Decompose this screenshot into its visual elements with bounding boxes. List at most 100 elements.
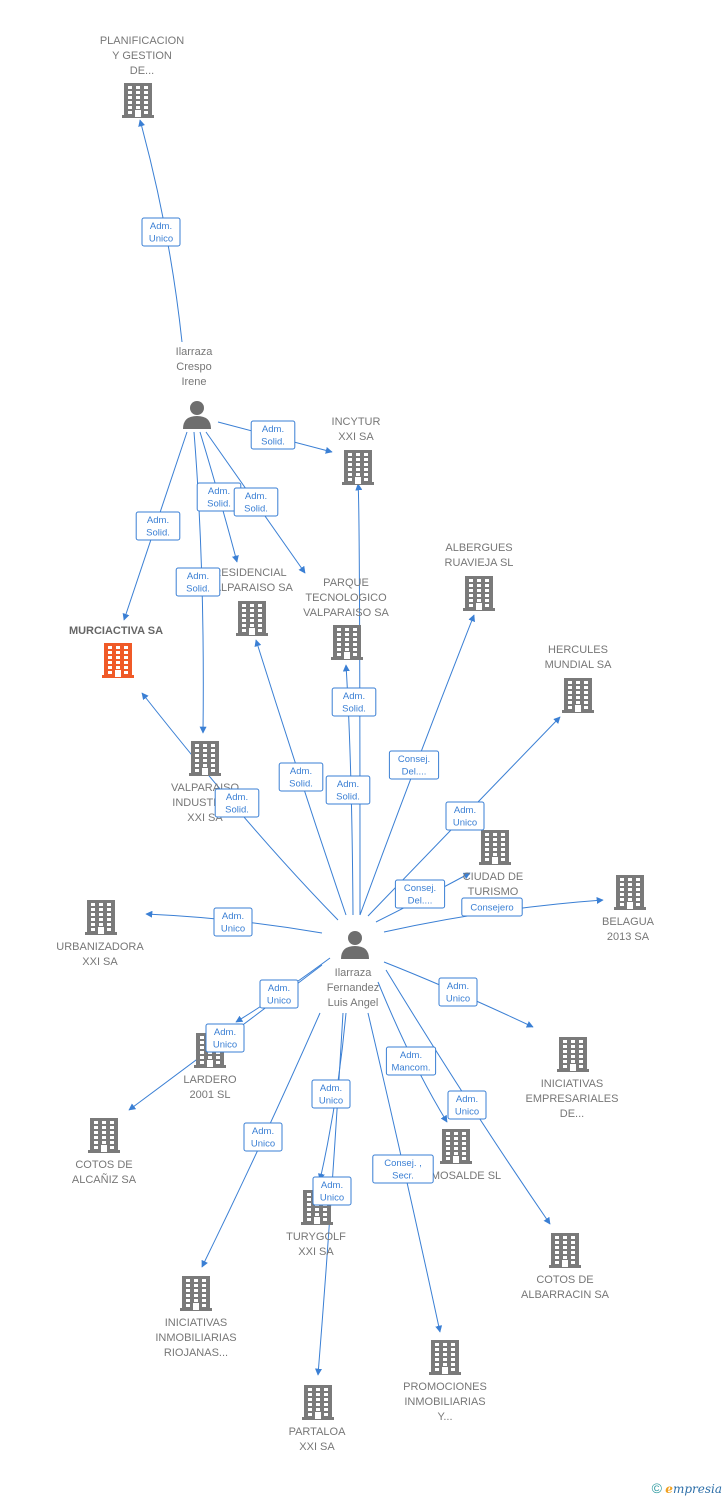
edge-label-box[interactable] [447, 1090, 487, 1120]
edge-label-box[interactable] [312, 1176, 352, 1206]
node-label: MURCIACTIVA SA [69, 625, 163, 637]
node-iniciativas-inm[interactable]: INICIATIVASINMOBILIARIASRIOJANAS... [155, 1276, 237, 1359]
edge-label-text: Solid. [146, 528, 170, 539]
edge-label-box[interactable] [141, 217, 181, 247]
edge-label-ilarraza-fernandez-to-urbanizadora[interactable]: Adm.Unico [213, 907, 253, 937]
node-label: INMOBILIARIAS [404, 1396, 485, 1408]
edge-label-text: Del.... [408, 896, 433, 907]
node-label: RIOJANAS... [164, 1347, 228, 1359]
edge-label-text: Solid. [261, 437, 285, 448]
edge-label-ilarraza-crespo-to-murciactiva[interactable]: Adm.Solid. [135, 511, 181, 541]
edge-label-ilarraza-fernandez-to-belagua[interactable]: Consejero [461, 897, 523, 917]
node-label: DE... [560, 1108, 584, 1120]
edge-label-ilarraza-crespo-to-incytur[interactable]: Adm. Solid. [250, 420, 296, 450]
edge-label-box[interactable] [438, 977, 478, 1007]
building-icon [549, 1233, 581, 1268]
edge-label-box[interactable] [175, 567, 221, 597]
edge-label-text: Consejero [470, 903, 513, 914]
building-icon [429, 1340, 461, 1375]
edge-label-box[interactable] [243, 1122, 283, 1152]
edge-label-text: Unico [320, 1193, 344, 1204]
edge-label-ilarraza-fernandez-to-murciactiva[interactable]: Adm.Solid. [214, 788, 260, 818]
empresia-watermark[interactable]: © empresia [652, 1480, 722, 1496]
node-label: XXI SA [299, 1441, 335, 1453]
node-label: DE... [130, 65, 154, 77]
edge-label-ilarraza-fernandez-to-iniciativas-emp[interactable]: Adm.Unico [438, 977, 478, 1007]
edge-label-box[interactable] [259, 979, 299, 1009]
edge-label-box[interactable] [372, 1154, 434, 1184]
edge-label-box[interactable] [205, 1023, 245, 1053]
node-label: XXI SA [187, 812, 223, 824]
edge-label-box[interactable] [213, 907, 253, 937]
edge-label-box[interactable] [445, 801, 485, 831]
edge-label-box[interactable] [135, 511, 181, 541]
node-label: LARDERO [183, 1074, 237, 1086]
edge-label-ilarraza-fernandez-to-incytur[interactable]: Adm.Solid. [325, 775, 371, 805]
edge-label-box[interactable] [233, 487, 279, 517]
edge-label-box[interactable] [278, 762, 324, 792]
edge-label-text: Unico [267, 996, 291, 1007]
node-iniciativas-emp[interactable]: INICIATIVASEMPRESARIALESDE... [526, 1037, 619, 1120]
building-icon [102, 643, 134, 678]
edge-label-box[interactable] [388, 750, 440, 780]
edge-label-ilarraza-fernandez-to-turygolf[interactable]: Adm.Unico [311, 1079, 351, 1109]
edge-label-text: Unico [149, 234, 173, 245]
building-icon [302, 1385, 334, 1420]
copyright-icon: © [651, 1480, 662, 1496]
edge-label-box[interactable] [394, 879, 446, 909]
node-label: Irene [181, 376, 206, 388]
node-label: XXI SA [298, 1246, 334, 1258]
edge-label-box[interactable] [385, 1046, 437, 1076]
edge-label-ilarraza-fernandez-to-ciudad-turismo[interactable]: Consej. Del.... [394, 879, 446, 909]
edge-label-ilarraza-fernandez-to-promociones[interactable]: Consej. ,Secr. [372, 1154, 434, 1184]
edge-label-box[interactable] [250, 420, 296, 450]
node-label: PARQUE [323, 577, 369, 589]
edge-label-box[interactable] [311, 1079, 351, 1109]
edge-label-text: Solid. [244, 504, 268, 515]
building-icon [122, 83, 154, 118]
node-promociones[interactable]: PROMOCIONESINMOBILIARIASY... [403, 1340, 487, 1423]
edge-label-ilarraza-fernandez-to-parque[interactable]: Adm.Solid. [331, 687, 377, 717]
edge-label-text: Adm. [245, 491, 267, 502]
edge-label-ilarraza-fernandez-to-cotos-albarracin[interactable]: Adm.Unico [447, 1090, 487, 1120]
edge-label-ilarraza-fernandez-to-cotos-alcaniz[interactable]: Adm.Unico [205, 1023, 245, 1053]
edge-label-ilarraza-fernandez-to-lardero[interactable]: Adm.Unico [259, 979, 299, 1009]
edge-label-ilarraza-crespo-to-parque[interactable]: Adm. Solid. [233, 487, 279, 517]
node-label: ALBARRACIN SA [521, 1289, 610, 1301]
edge-label-ilarraza-crespo-to-planificacion[interactable]: Adm. Unico [141, 217, 181, 247]
edge-label-box[interactable] [331, 687, 377, 717]
node-label: VALPARAISO SA [303, 607, 389, 619]
edge-label-box[interactable] [214, 788, 260, 818]
node-murciactiva[interactable]: MURCIACTIVA SA [69, 625, 163, 678]
edge-label-ilarraza-fernandez-to-partaloa[interactable]: Adm.Unico [312, 1176, 352, 1206]
edge-label-text: Adm. [150, 221, 172, 232]
edge-label-ilarraza-fernandez-to-iniciativas-inm[interactable]: Adm.Unico [243, 1122, 283, 1152]
edge-label-ilarraza-crespo-to-valparaiso-ind[interactable]: Adm.Solid. [175, 567, 221, 597]
edge-label-ilarraza-fernandez-to-residencial[interactable]: Adm.Solid. [278, 762, 324, 792]
edge-label-box[interactable] [461, 897, 523, 917]
edge-label-box[interactable] [325, 775, 371, 805]
node-mosalde[interactable]: MOSALDE SL [431, 1129, 501, 1182]
edge-label-ilarraza-fernandez-to-hercules[interactable]: Adm.Unico [445, 801, 485, 831]
node-label: RESIDENCIAL [213, 567, 286, 579]
edge-label-ilarraza-fernandez-to-albergues[interactable]: Consej.Del.... [388, 750, 440, 780]
edge-label-text: Adm. [262, 424, 284, 435]
edge-label-text: Consej. [404, 883, 436, 894]
edge-label-ilarraza-fernandez-to-mosalde[interactable]: Adm.Mancom. [385, 1046, 437, 1076]
